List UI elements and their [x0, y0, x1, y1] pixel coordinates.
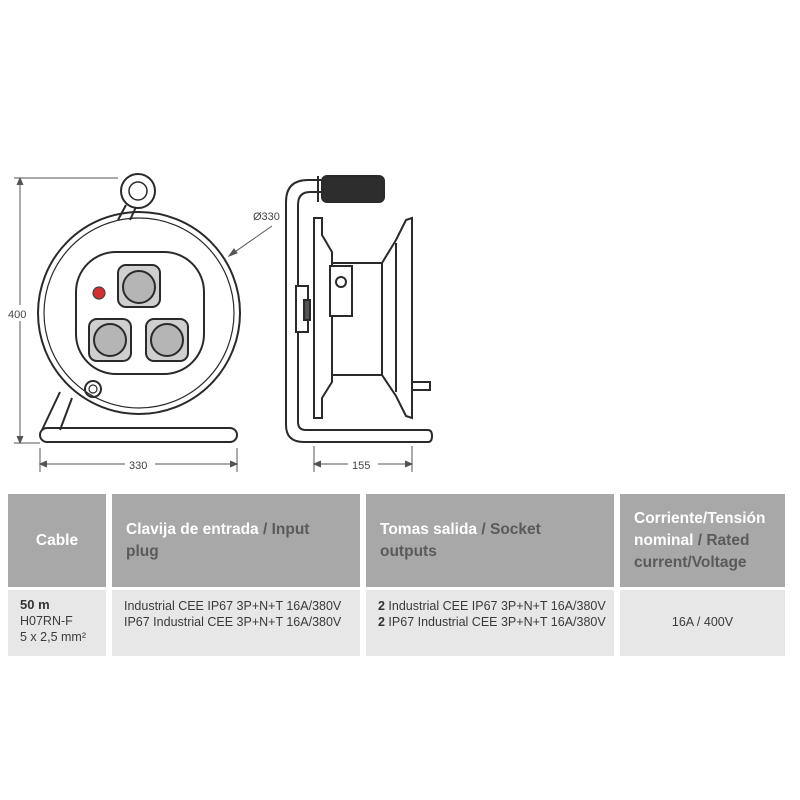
- indicator-light-icon: [92, 286, 106, 300]
- handle-grip: [321, 175, 385, 203]
- header-rated-current-voltage: Corriente/Tensión nominal / Rated curren…: [620, 494, 785, 587]
- cell-socket-outputs: 2 Industrial CEE IP67 3P+N+T 16A/380V 2 …: [366, 590, 614, 656]
- cell-input-plug: Industrial CEE IP67 3P+N+T 16A/380V IP67…: [112, 590, 360, 656]
- drum-outer: [37, 211, 241, 415]
- header-input-plug: Clavija de entrada / Input plug: [112, 494, 360, 587]
- cell-rated: 16A / 400V: [620, 590, 785, 656]
- dimension-height-label: 400: [8, 309, 26, 321]
- technical-drawing: 400 330 Ø330 155: [8, 173, 434, 472]
- front-view: [37, 173, 241, 443]
- cell-cable: 50 m H07RN-F 5 x 2,5 mm²: [8, 590, 106, 656]
- base-bar: [39, 427, 238, 443]
- frame-tube: [285, 179, 434, 443]
- header-cable: Cable: [8, 494, 106, 587]
- left-flange: [313, 217, 333, 419]
- header-socket-outputs: Tomas salida / Socket outputs: [366, 494, 614, 587]
- dimension-width-side-label: 155: [352, 460, 370, 472]
- spec-table: Cable Clavija de entrada / Input plug To…: [8, 494, 785, 656]
- carry-handle-ring: [120, 173, 156, 209]
- side-view: [285, 175, 434, 443]
- dimension-diameter-label: Ø330: [253, 211, 280, 223]
- dimension-width-front-label: 330: [129, 460, 147, 472]
